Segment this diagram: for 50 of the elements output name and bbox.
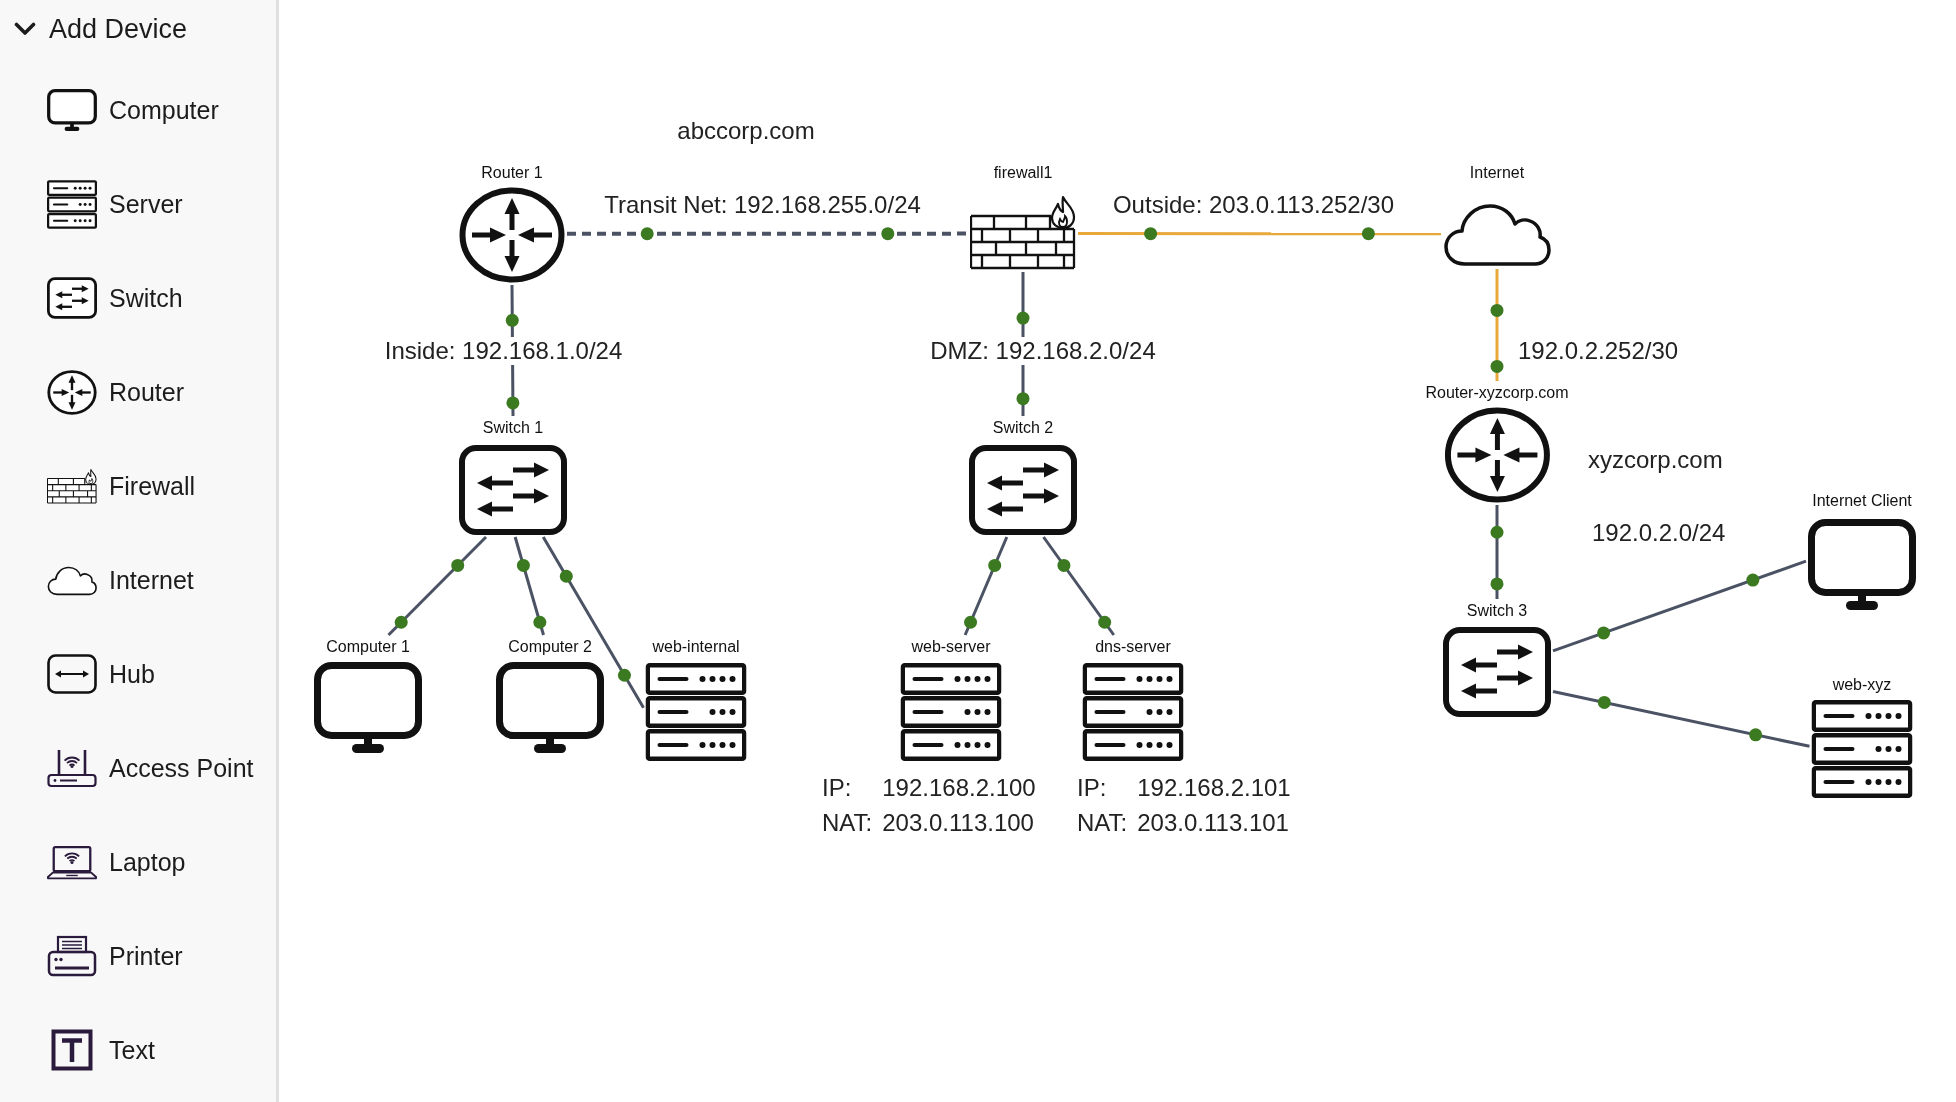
network-link bbox=[1495, 505, 1499, 599]
device-type-label: Router bbox=[109, 377, 185, 407]
device-label: dns-server bbox=[1095, 637, 1171, 657]
device-label: firewall1 bbox=[993, 163, 1053, 183]
device-type-label: Text bbox=[109, 1035, 155, 1065]
network-link bbox=[541, 536, 645, 709]
network-link bbox=[963, 536, 1009, 636]
device-label: Computer 1 bbox=[326, 637, 410, 657]
device-label: Router 1 bbox=[481, 163, 543, 183]
device-type-label: Access Point bbox=[109, 753, 254, 783]
device-type-label: Hub bbox=[109, 659, 155, 689]
address-label: NAT: bbox=[822, 808, 873, 838]
device-label: Internet Client bbox=[1812, 491, 1912, 511]
device-label: web-server bbox=[911, 637, 991, 657]
device-type-label: Switch bbox=[109, 283, 183, 313]
edge-label: 192.0.2.252/30 bbox=[1517, 337, 1680, 365]
device-type-label: Printer bbox=[109, 941, 183, 971]
network-link bbox=[1078, 232, 1441, 236]
device-type-label: Server bbox=[109, 189, 183, 219]
device-type-label: Internet bbox=[109, 565, 194, 595]
edge-label: Outside: 203.0.113.252/30 bbox=[1111, 190, 1396, 219]
device-label: Switch 2 bbox=[992, 418, 1054, 438]
device-label: web-xyz bbox=[1832, 675, 1892, 695]
device-type-label: Firewall bbox=[109, 471, 196, 501]
edge-label: 192.0.2.0/24 bbox=[1591, 519, 1727, 547]
device-label: Switch 1 bbox=[482, 418, 544, 438]
device-label: Router-xyzcorp.com bbox=[1425, 383, 1569, 403]
device-label: Computer 2 bbox=[508, 637, 592, 657]
network-link bbox=[1495, 269, 1499, 381]
network-link bbox=[1552, 559, 1807, 653]
device-label: web-internal bbox=[652, 637, 740, 657]
network-link bbox=[567, 231, 968, 236]
device-label: Internet bbox=[1469, 163, 1525, 183]
zone-label: abccorp.com bbox=[677, 117, 815, 145]
edge-label: Transit Net: 192.168.255.0/24 bbox=[603, 190, 922, 219]
address-value: 203.0.113.100 bbox=[882, 808, 1035, 838]
address-label: IP: bbox=[822, 773, 853, 803]
network-link bbox=[1042, 536, 1116, 636]
network-link bbox=[1552, 690, 1810, 748]
address-label: IP: bbox=[1077, 773, 1108, 803]
device-type-label: Computer bbox=[109, 95, 219, 125]
section-heading: Add Device bbox=[49, 13, 188, 45]
address-value: 203.0.113.101 bbox=[1137, 808, 1290, 838]
network-link bbox=[513, 536, 545, 636]
address-value: 192.168.2.100 bbox=[882, 773, 1036, 803]
zone-label: xyzcorp.com bbox=[1588, 446, 1723, 474]
address-label: NAT: bbox=[1077, 808, 1128, 838]
address-value: 192.168.2.101 bbox=[1137, 773, 1291, 803]
device-type-label: Laptop bbox=[109, 847, 186, 877]
device-label: Switch 3 bbox=[1466, 601, 1528, 621]
